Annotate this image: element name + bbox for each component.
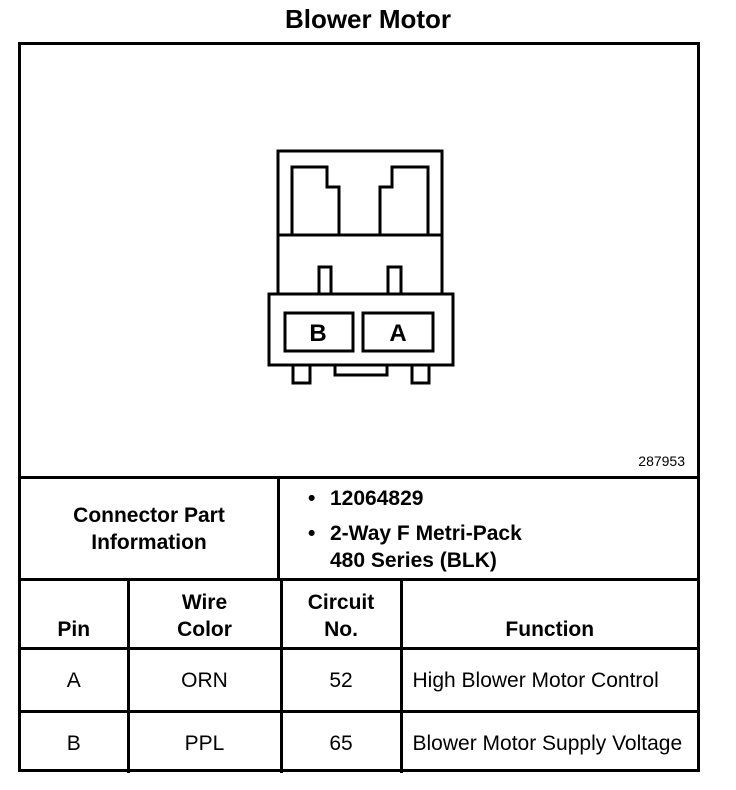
connector-part-info-row: Connector Part Information 12064829 2-Wa…: [21, 479, 697, 581]
bottom-key-right: [410, 365, 431, 385]
bottom-rib: [333, 365, 389, 377]
pin-cell: B: [21, 710, 130, 773]
circuit-cell: 52: [279, 647, 403, 713]
terminal-tab-right: [386, 265, 403, 294]
terminal-tab-left: [317, 265, 333, 294]
wire-color-cell: ORN: [126, 647, 283, 713]
table-row: A ORN 52 High Blower Motor Control: [21, 647, 697, 713]
table-header-row: Pin Wire Color Circuit No. Function: [21, 581, 697, 650]
latch-slot-right: [378, 165, 430, 237]
cavity-a: [361, 311, 435, 353]
connector-part-number: 12064829: [306, 485, 522, 512]
cavity-b: [283, 311, 355, 353]
function-cell: High Blower Motor Control: [399, 647, 697, 713]
connector-face-drawing: B A: [267, 149, 455, 385]
function-cell: Blower Motor Supply Voltage: [399, 710, 697, 773]
column-header-circuit: Circuit No.: [279, 581, 403, 650]
column-header-wire-color: Wire Color: [126, 581, 283, 650]
connector-part-info-label: Connector Part Information: [21, 479, 280, 578]
connector-housing-upper: [276, 149, 444, 296]
figure-number: 287953: [638, 453, 685, 469]
column-header-function: Function: [399, 581, 697, 650]
bottom-key-left: [291, 365, 312, 385]
circuit-cell: 65: [279, 710, 403, 773]
connector-housing-lower: [267, 292, 455, 367]
connector-chart: B A 287953 Connector Part Information 12…: [18, 42, 700, 773]
table-row: B PPL 65 Blower Motor Supply Voltage: [21, 710, 697, 773]
connector-description: 2-Way F Metri-Pack 480 Series (BLK): [306, 520, 522, 574]
cavity-label-a: A: [389, 320, 406, 347]
pinout-table: Pin Wire Color Circuit No. Function A OR…: [21, 581, 697, 773]
connector-part-info-list: 12064829 2-Way F Metri-Pack 480 Series (…: [306, 485, 522, 582]
pin-cell: A: [21, 647, 130, 713]
wire-color-cell: PPL: [126, 710, 283, 773]
cavity-label-b: B: [309, 320, 326, 347]
connector-diagram-area: B A 287953: [21, 45, 697, 479]
latch-slot-left: [290, 165, 341, 237]
page-title: Blower Motor: [284, 4, 452, 34]
column-header-pin: Pin: [21, 581, 130, 650]
